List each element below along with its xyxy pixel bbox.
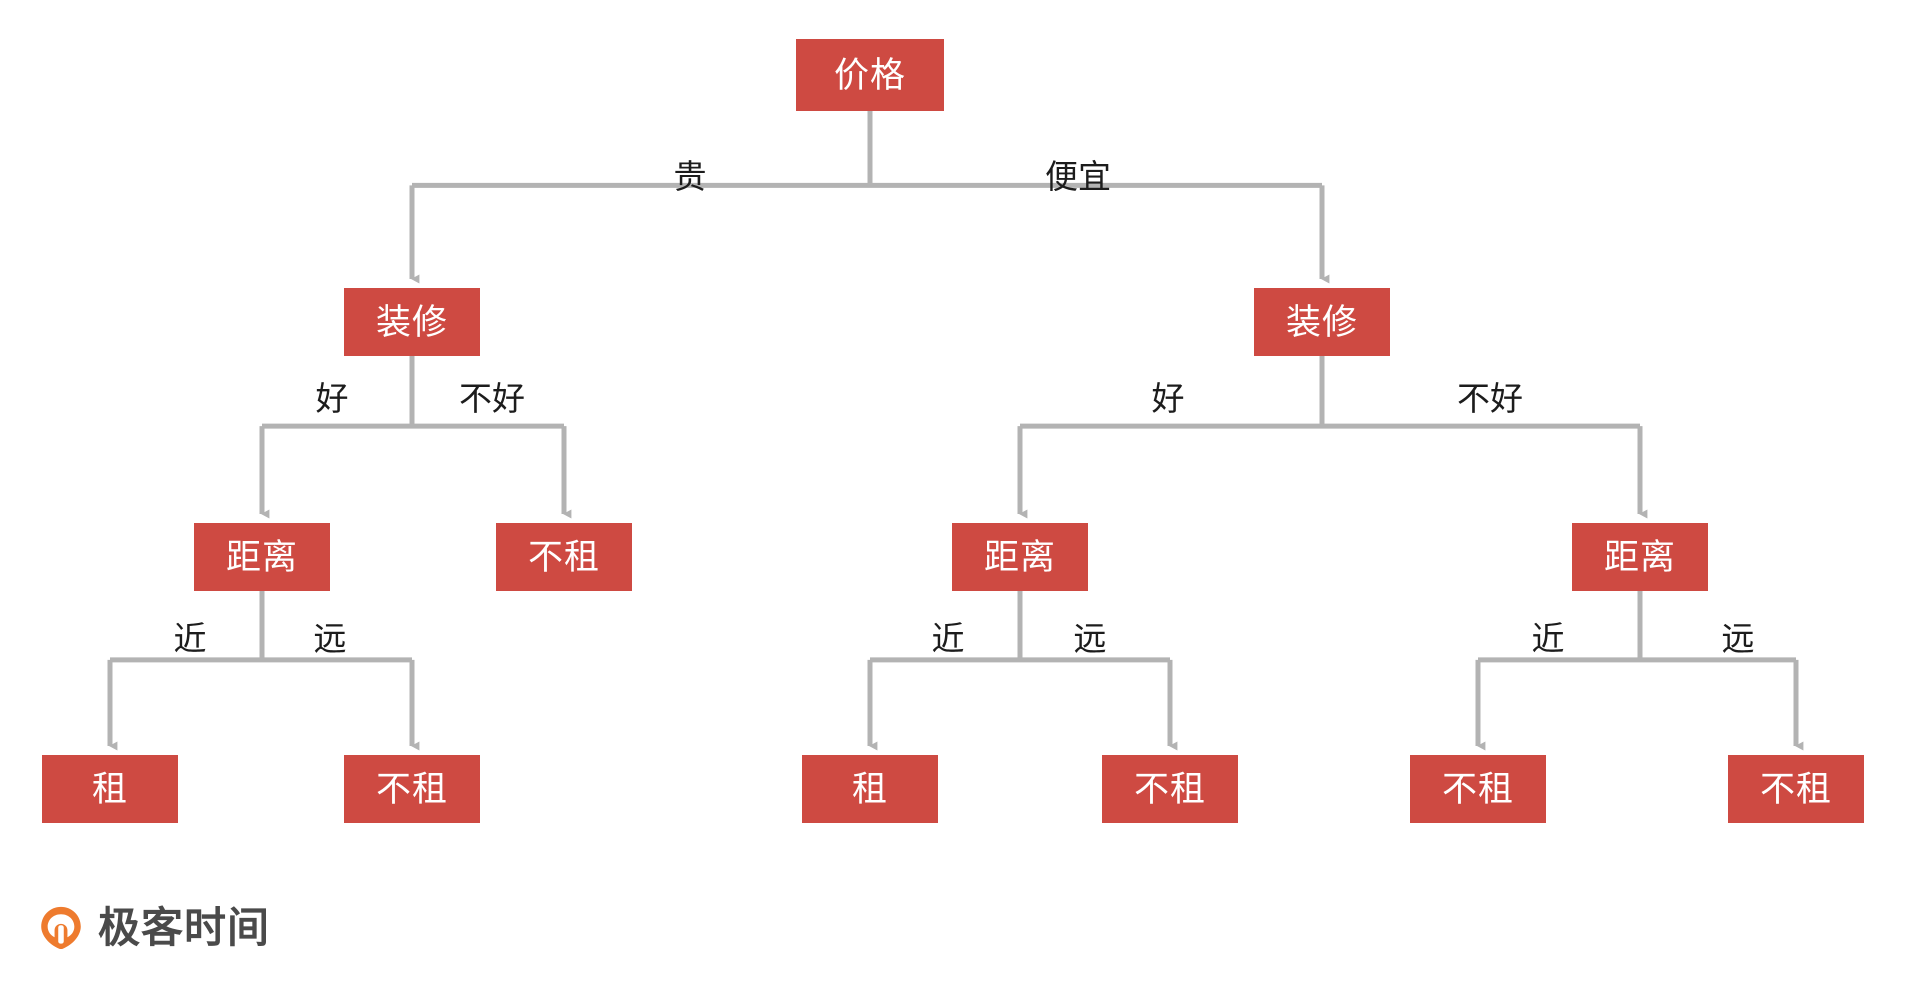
edge-label-n2-n6: 不好 — [1457, 380, 1523, 417]
tree-node-decision-n6: 距离 — [1572, 523, 1708, 591]
geektime-logo-icon — [41, 906, 81, 950]
edge-label-n1-n4: 不好 — [459, 380, 525, 417]
edge-label-n6-n11: 近 — [1531, 620, 1565, 657]
edge-label-n1-n3: 好 — [315, 380, 349, 417]
brand-logo: 极客时间 — [38, 905, 270, 951]
tree-node-decision-n5: 距离 — [952, 523, 1088, 591]
tree-node-decision-n0: 价格 — [796, 39, 944, 111]
tree-node-decision-n2: 装修 — [1254, 288, 1390, 356]
tree-node-leaf-n4: 不租 — [496, 523, 632, 591]
edge-label-n6-n12: 远 — [1721, 620, 1755, 657]
tree-node-leaf-n10: 不租 — [1102, 755, 1238, 823]
edge-label-n3-n8: 远 — [313, 620, 347, 657]
tree-node-decision-n3: 距离 — [194, 523, 330, 591]
tree-node-leaf-n12: 不租 — [1728, 755, 1864, 823]
tree-node-decision-n1: 装修 — [344, 288, 480, 356]
tree-node-leaf-n7: 租 — [42, 755, 178, 823]
edge-label-n5-n9: 近 — [931, 620, 965, 657]
tree-node-leaf-n11: 不租 — [1410, 755, 1546, 823]
brand-name: 极客时间 — [98, 904, 271, 951]
edge-label-n5-n10: 远 — [1073, 620, 1107, 657]
edge-label-n2-n5: 好 — [1151, 380, 1185, 417]
edge-label-n3-n7: 近 — [173, 620, 207, 657]
tree-node-leaf-n8: 不租 — [344, 755, 480, 823]
tree-node-leaf-n9: 租 — [802, 755, 938, 823]
edge-label-n0-n1: 贵 — [673, 158, 707, 195]
edge-label-n0-n2: 便宜 — [1045, 158, 1111, 195]
